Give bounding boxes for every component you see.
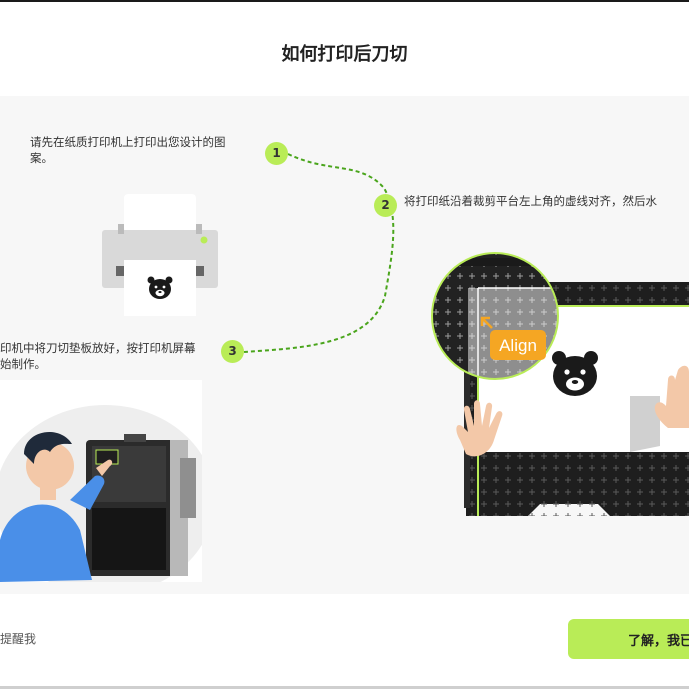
- dialog-title: 如何打印后刀切: [281, 44, 408, 65]
- step-1-badge: 1: [265, 142, 288, 165]
- printer-illustration: [102, 194, 218, 316]
- step-3-badge: 3: [221, 340, 244, 363]
- step-connector-path: [243, 153, 395, 353]
- bottom-border: [0, 686, 689, 689]
- align-label: Align: [499, 336, 537, 355]
- left-hand-icon: [456, 400, 503, 457]
- step-1-text: 请先在纸质打印机上打印出您设计的图 案。: [30, 135, 226, 165]
- step-3-text: 印机中将刀切垫板放好，按打印机屏幕 始制作。: [0, 341, 196, 371]
- top-border: [0, 0, 689, 2]
- person-at-printer-illustration: [0, 380, 202, 582]
- bear-logo-icon: [552, 351, 598, 396]
- bear-logo-icon: [147, 276, 173, 299]
- cutting-mat-illustration: Align: [431, 252, 689, 516]
- remind-me-link[interactable]: 提醒我: [0, 632, 37, 646]
- instructions-panel: 请先在纸质打印机上打印出您设计的图 案。 1 2 将打印纸沿着裁剪平台左上角的虚…: [0, 96, 689, 594]
- step-2-text: 将打印纸沿着裁剪平台左上角的虚线对齐，然后水: [404, 194, 657, 208]
- step-2-badge: 2: [374, 194, 397, 217]
- confirm-button[interactable]: 了解，我已: [568, 619, 689, 659]
- right-hand-icon: [654, 365, 689, 428]
- align-badge: [490, 330, 546, 360]
